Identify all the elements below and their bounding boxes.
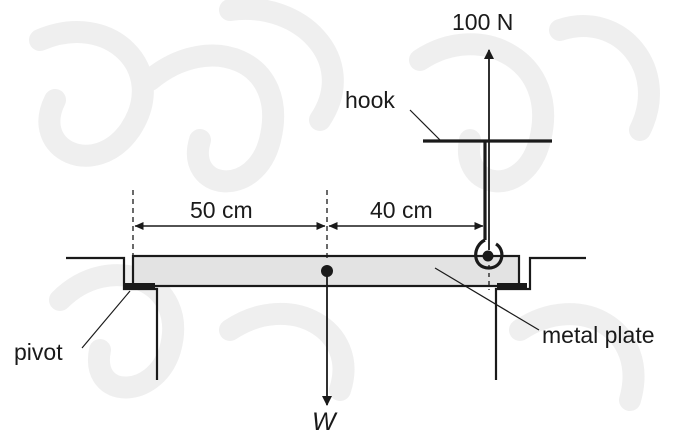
force-label: 100 N bbox=[452, 9, 513, 35]
pivot-block bbox=[125, 283, 155, 290]
hook-curl bbox=[474, 238, 504, 270]
hook-label: hook bbox=[345, 87, 395, 113]
watermark-pattern bbox=[29, 0, 660, 411]
ground-right-outline bbox=[494, 256, 586, 380]
metal-plate-label: metal plate bbox=[542, 322, 655, 348]
pivot-label: pivot bbox=[14, 339, 63, 365]
hook-leader-line bbox=[409, 109, 441, 141]
weight-label: W bbox=[312, 408, 338, 434]
distance-label-left: 50 cm bbox=[190, 197, 253, 223]
distance-label-right: 40 cm bbox=[370, 197, 433, 223]
ground-left-outline bbox=[66, 256, 159, 380]
right-support bbox=[497, 283, 527, 290]
plate-leader-line bbox=[434, 267, 540, 331]
hook-attachment-point bbox=[482, 250, 494, 262]
pivot-leader-line bbox=[81, 290, 131, 349]
